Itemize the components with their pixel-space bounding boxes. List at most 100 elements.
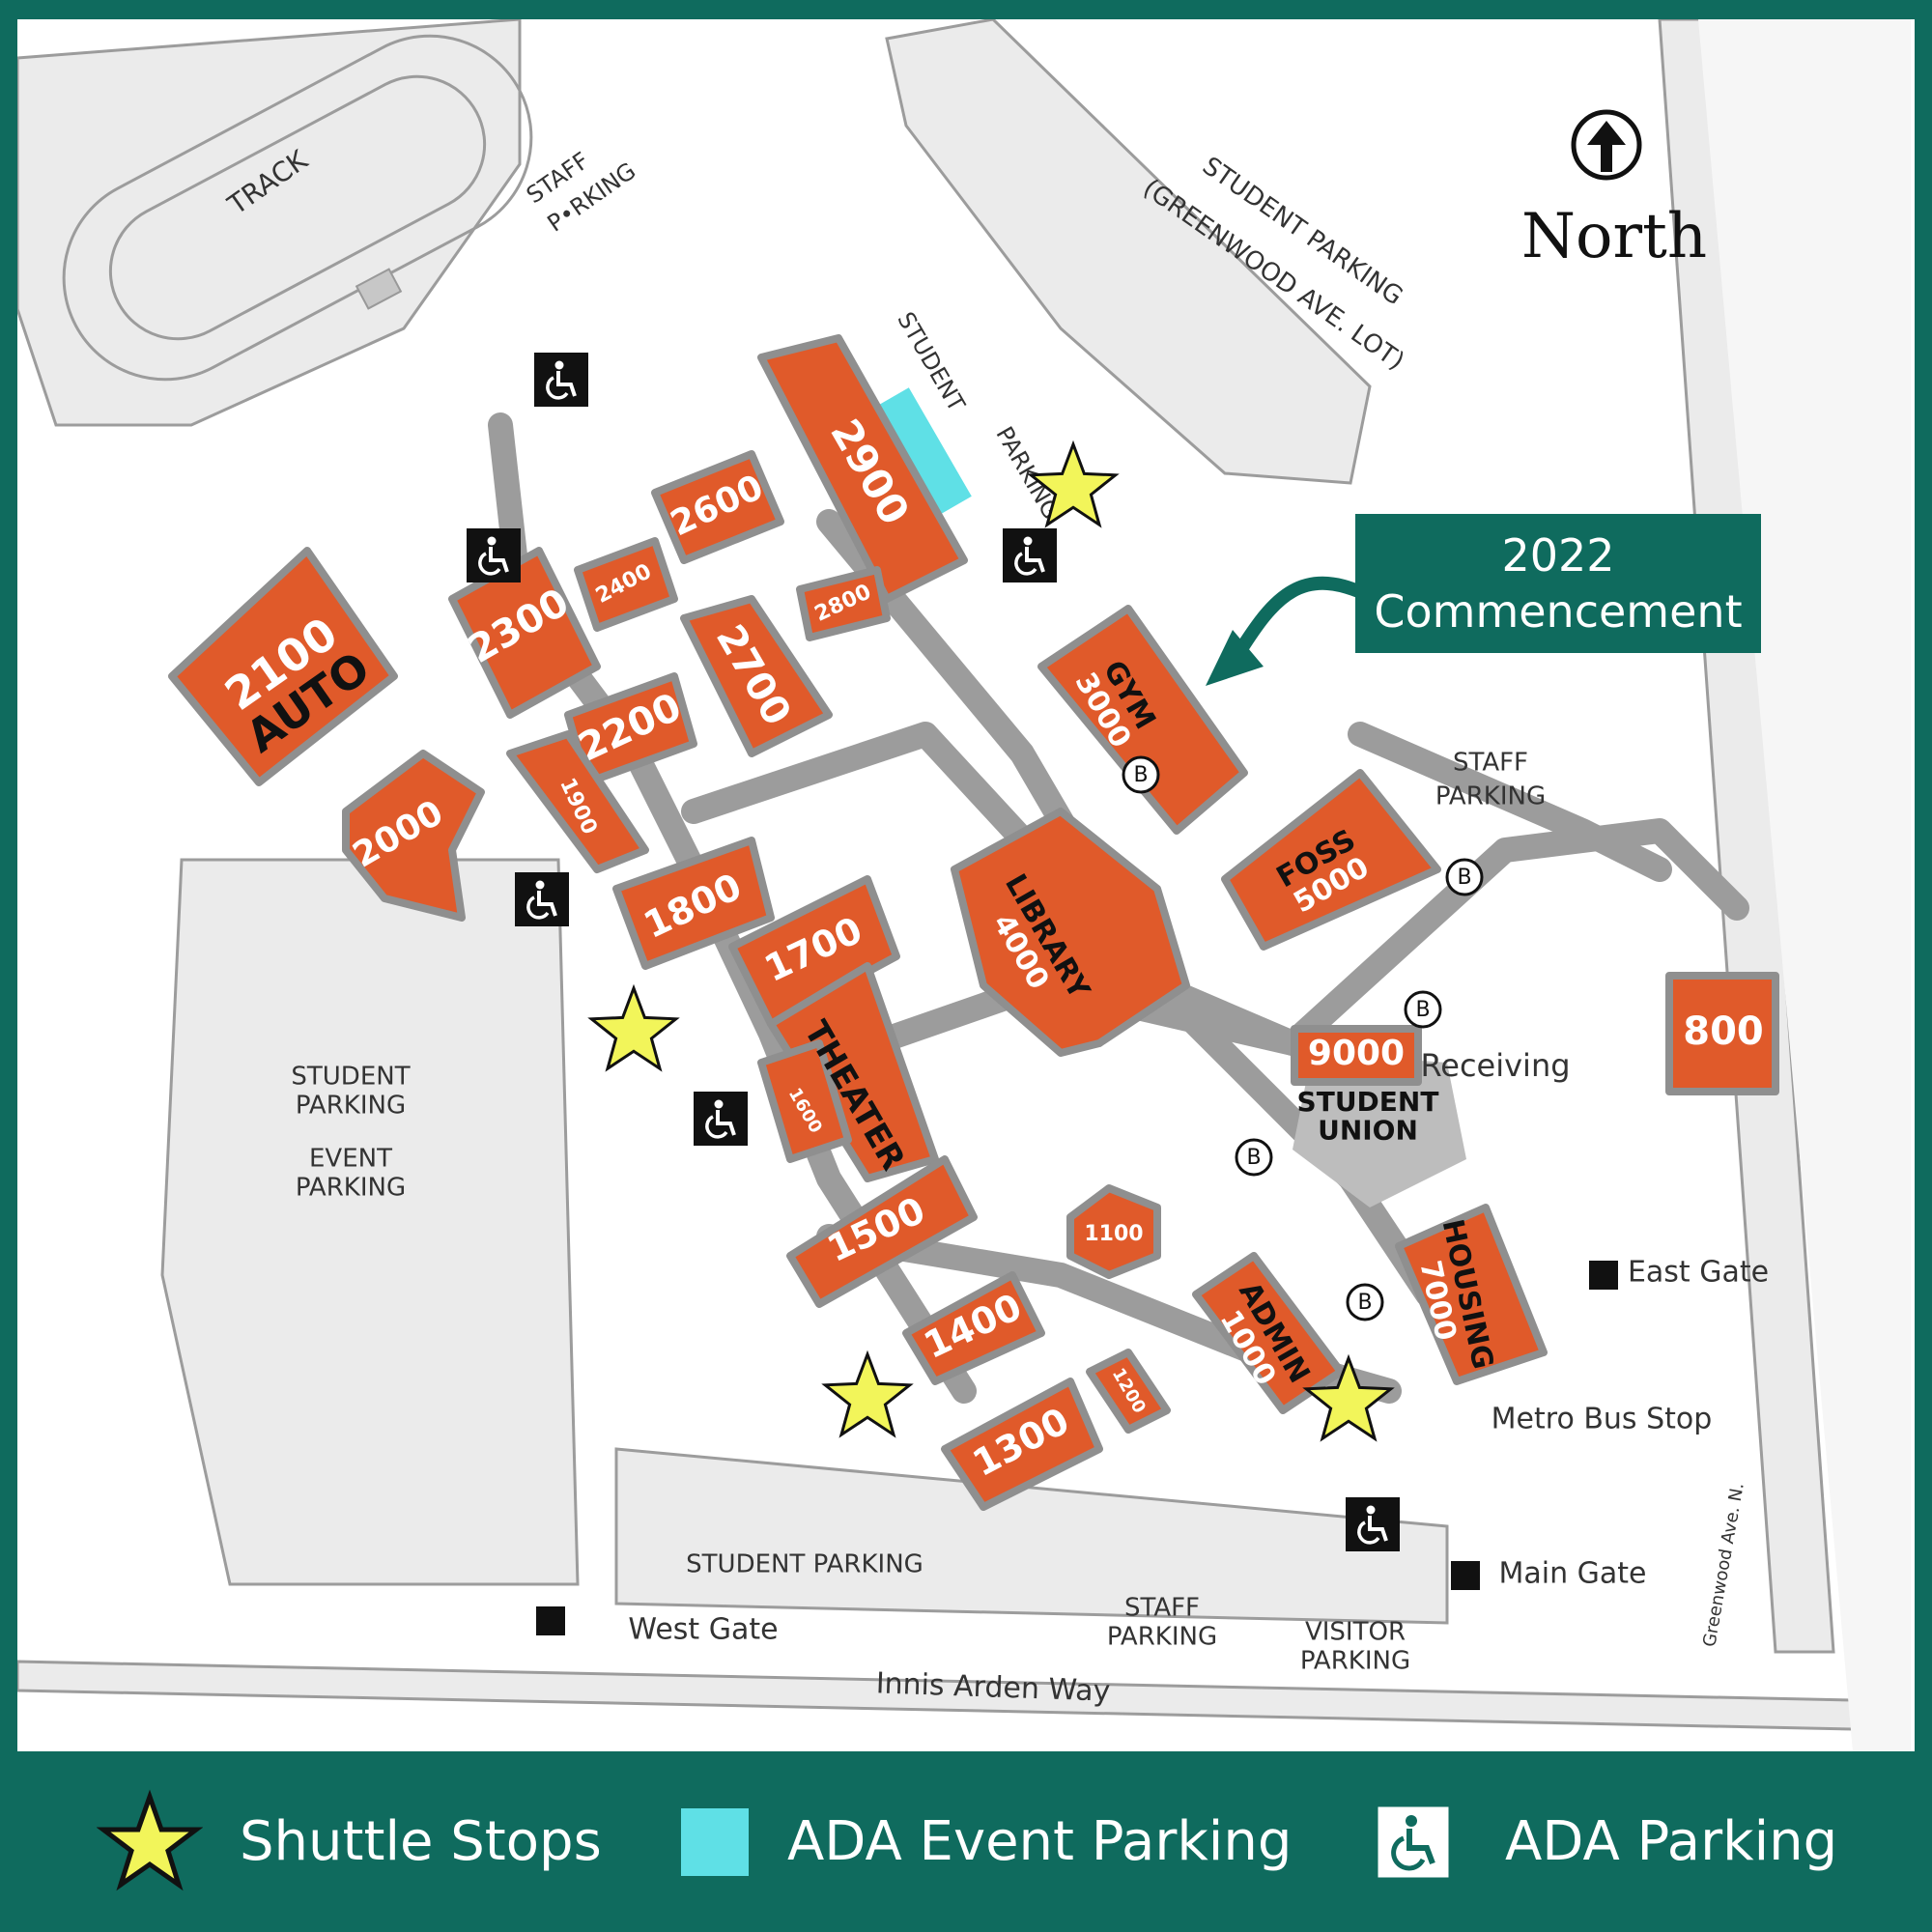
north-lot	[885, 19, 1372, 485]
callout-event: Commencement	[1374, 585, 1743, 638]
bus-stop-letter: B	[1457, 866, 1471, 890]
building-1800	[612, 837, 775, 970]
bus-stop-letter: B	[1357, 1291, 1372, 1315]
commencement-callout: 2022 Commencement	[1355, 514, 1761, 653]
gate-markers	[536, 1261, 1618, 1635]
bus-stop-icon[interactable]: B	[1235, 1138, 1273, 1177]
label-east-gate: East Gate	[1628, 1256, 1769, 1290]
wheelchair-icon[interactable]	[534, 353, 588, 407]
label-student-parking-s: STUDENT PARKING	[686, 1550, 923, 1579]
bus-stop-icon[interactable]: B	[1346, 1283, 1384, 1321]
shuttle-star-icon	[97, 1788, 203, 1890]
building-label-1100: 1100	[1084, 1222, 1143, 1246]
building-sublabel-union: UNION	[1318, 1114, 1418, 1146]
building-label-9000: 9000	[1308, 1034, 1405, 1073]
label-innis-arden: Innis Arden Way	[875, 1666, 1111, 1708]
building-housing	[1395, 1204, 1548, 1385]
building-foss	[1221, 769, 1441, 951]
label-receiving: Receiving	[1420, 1047, 1570, 1084]
ada-parking-markers[interactable]	[467, 353, 1463, 1551]
wheelchair-icon[interactable]	[515, 872, 569, 926]
wheelchair-icon[interactable]	[1003, 528, 1057, 582]
label-staff-parking-s1: STAFF	[1124, 1594, 1200, 1623]
building-admin	[1192, 1252, 1345, 1414]
building-library	[951, 808, 1190, 1057]
callout-arrow-head	[1206, 630, 1264, 686]
building-1300	[941, 1378, 1103, 1511]
label-event-parking-w1: EVENT	[309, 1145, 392, 1174]
label-greenwood: Greenwood Ave. N.	[1699, 1481, 1748, 1648]
legend-shuttle: Shuttle Stops	[97, 1751, 602, 1932]
greenwood-road	[1698, 19, 1911, 1751]
building-2100	[168, 547, 398, 786]
building-9000	[1291, 1025, 1422, 1086]
running-track	[62, 34, 533, 382]
label-student-parking-w1: STUDENT	[291, 1063, 410, 1092]
label-main-gate: Main Gate	[1498, 1557, 1646, 1591]
building-2800	[796, 566, 891, 641]
bus-stop-icon[interactable]: B	[1445, 858, 1484, 896]
wheelchair-icon[interactable]	[694, 1092, 748, 1146]
track-area	[17, 19, 522, 427]
shuttle-stop-star-icon[interactable]	[821, 1350, 914, 1438]
building-1900	[506, 730, 649, 873]
legend-ada-label: ADA Parking	[1505, 1810, 1838, 1873]
shuttle-stop-star-icon[interactable]	[1302, 1353, 1395, 1442]
building-1400	[902, 1271, 1045, 1385]
building-2700	[680, 595, 833, 757]
legend-ada: ADA Parking	[1375, 1751, 1837, 1932]
gate-marker-icon	[1589, 1261, 1618, 1290]
callout-arrow	[1234, 576, 1378, 656]
building-1100	[1066, 1184, 1161, 1279]
building-1500	[786, 1155, 978, 1308]
south-lot	[614, 1447, 1449, 1625]
east-road	[1658, 19, 1835, 1654]
parking-lots	[17, 19, 1911, 1751]
building-1700	[728, 875, 900, 1028]
legend: Shuttle Stops ADA Event Parking ADA Park…	[0, 1751, 1932, 1932]
label-visitor-parking2: PARKING	[1300, 1647, 1410, 1676]
legend-shuttle-label: Shuttle Stops	[240, 1810, 602, 1873]
wheelchair-icon[interactable]	[1346, 1497, 1400, 1551]
shuttle-stop-markers[interactable]	[587, 440, 1395, 1442]
shuttle-stop-star-icon[interactable]	[587, 983, 680, 1072]
building-1200	[1086, 1349, 1171, 1434]
bus-stop-markers[interactable]: B B B B B	[1122, 755, 1484, 1321]
track-shed	[355, 268, 403, 310]
label-staff-parking-e1: STAFF	[1453, 749, 1528, 778]
shuttle-stop-star-icon[interactable]	[1027, 440, 1120, 528]
bus-stop-letter: B	[1415, 998, 1430, 1022]
wheelchair-icon[interactable]	[467, 528, 521, 582]
building-label-student: STUDENT	[1297, 1086, 1439, 1118]
north-arrow-icon	[1571, 109, 1642, 181]
wheelchair-icon	[1375, 1804, 1452, 1880]
bus-stop-icon[interactable]: B	[1404, 990, 1442, 1029]
building-2600	[651, 450, 784, 564]
north-label: North	[1521, 201, 1708, 272]
building-label-800: 800	[1683, 1009, 1764, 1054]
bus-stop-icon[interactable]: B	[1122, 755, 1160, 794]
label-west-gate: West Gate	[628, 1613, 778, 1647]
label-visitor-parking1: VISITOR	[1305, 1618, 1406, 1647]
gate-marker-icon	[1451, 1561, 1480, 1590]
building-1600	[757, 1039, 852, 1163]
legend-ada-event-label: ADA Event Parking	[787, 1810, 1293, 1873]
gate-marker-icon	[536, 1606, 565, 1635]
legend-ada-event: ADA Event Parking	[681, 1751, 1292, 1932]
label-student-parking-w2: PARKING	[296, 1092, 406, 1121]
walkway-east	[1348, 722, 1672, 882]
bus-stop-letter: B	[1133, 763, 1148, 787]
buildings	[168, 334, 1779, 1511]
label-metro-bus-stop: Metro Bus Stop	[1492, 1403, 1713, 1436]
building-2900	[757, 334, 968, 603]
west-lot	[160, 858, 580, 1586]
building-800	[1665, 972, 1779, 1095]
track-outer	[62, 34, 533, 382]
label-event-parking-w2: PARKING	[296, 1174, 406, 1203]
callout-year: 2022	[1501, 529, 1615, 582]
ada-event-swatch-icon	[681, 1807, 749, 1876]
building-2400	[574, 537, 678, 632]
